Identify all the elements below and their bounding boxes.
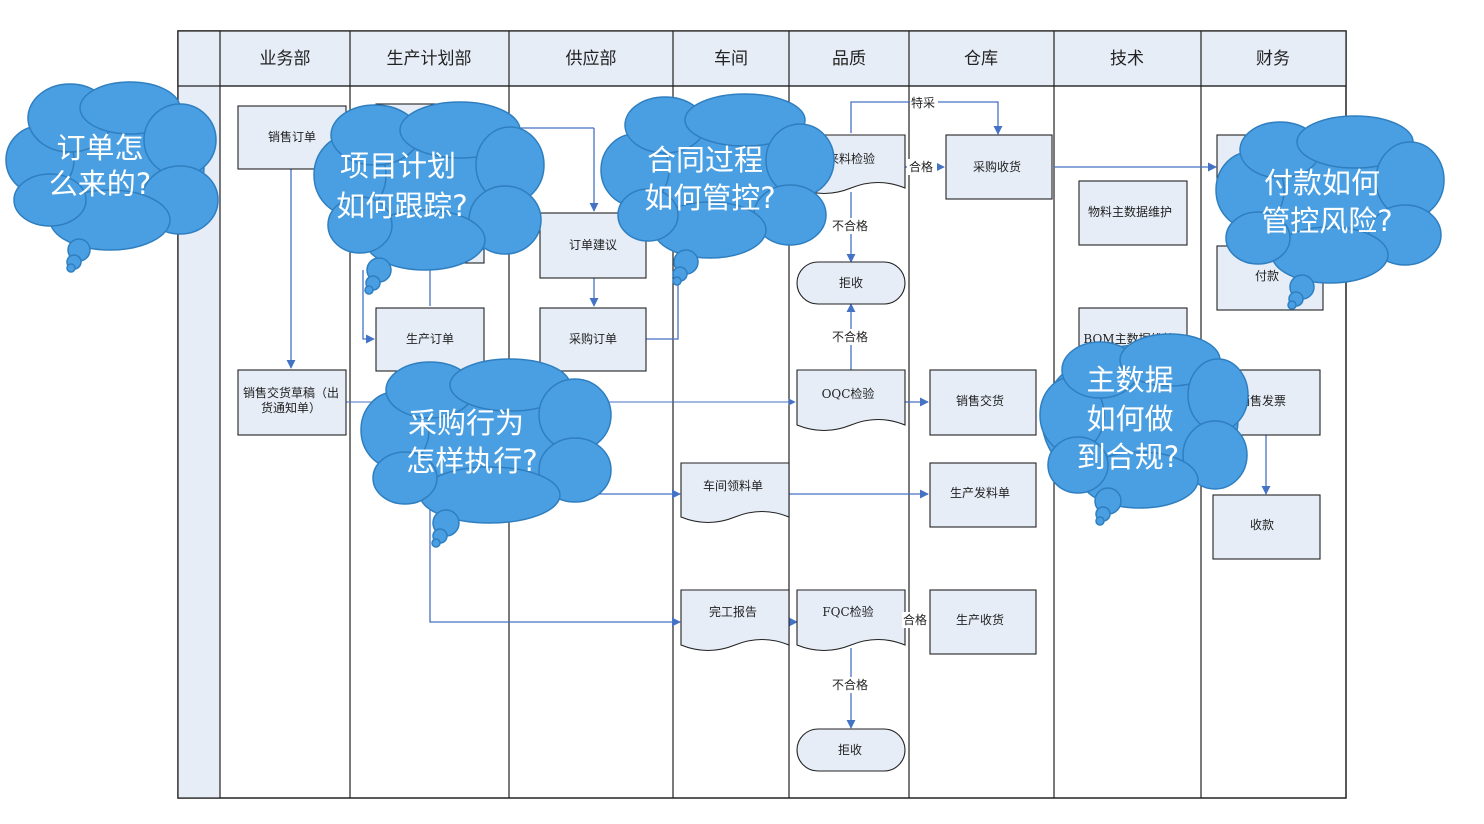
doc-workshop-requisition <box>680 462 790 524</box>
label-sales-delivery: 销售交货 <box>956 393 1004 408</box>
cloud-contract <box>600 93 835 286</box>
lane-title-warehouse: 仓库 <box>964 49 998 69</box>
box-production-issue <box>929 462 1037 528</box>
box-material-master <box>1078 180 1188 246</box>
cloud-purchasing-line-2: 怎样执行? <box>406 444 537 478</box>
label-reject-2: 拒收 <box>838 743 862 757</box>
label-reject-1: 拒收 <box>839 276 863 290</box>
lane-title-tech: 技术 <box>1110 49 1144 69</box>
label-material-inspection: 来料检验 <box>827 151 875 166</box>
doc-oqc <box>796 369 906 432</box>
edge-label-pass-1: 合格 <box>909 159 933 174</box>
label-delivery-draft-1: 销售交货草稿（出 <box>243 385 339 400</box>
label-production-issue: 生产发料单 <box>950 485 1010 500</box>
lane-title-quality: 品质 <box>832 49 866 69</box>
label-delivery-draft-2: 货通知单） <box>261 400 321 415</box>
label-material-master: 物料主数据维护 <box>1088 204 1172 219</box>
box-sales-delivery <box>929 369 1037 436</box>
term-reject-1 <box>796 261 906 305</box>
box-production-order <box>375 307 485 372</box>
edge-label-fail-1: 不合格 <box>832 218 868 233</box>
edge-plan-to-completion <box>429 494 681 627</box>
cloud-contract-line-2: 如何管控? <box>644 181 775 215</box>
box-delivery-draft <box>237 369 347 436</box>
cloud-master-data <box>1039 333 1249 526</box>
term-reject-2 <box>796 728 906 772</box>
cloud-labels: 订单怎 么来的? 项目计划 如何跟踪? 合同过程 如何管控? 付款如何 管控风险… <box>49 131 1393 478</box>
edge-label-pass-fqc: 合格 <box>903 612 927 627</box>
lane-title-plan: 生产计划部 <box>387 49 472 69</box>
cloud-purchasing-line-1: 采购行为 <box>408 406 524 440</box>
edge-labels: 特采 合格 不合格 不合格 合格 不合格 <box>828 94 938 693</box>
lane-title-sales: 业务部 <box>260 49 311 69</box>
lane-title-workshop: 车间 <box>714 49 748 69</box>
box-production-receipt <box>929 589 1037 655</box>
lane-headers: 业务部 生产计划部 供应部 车间 品质 仓库 技术 财务 <box>260 49 1291 69</box>
cloud-payment-risk-line-2: 管控风险? <box>1261 204 1392 238</box>
process-boxes <box>237 103 1324 772</box>
label-production-receipt: 生产收货 <box>956 612 1004 627</box>
label-payment: 付款 <box>1255 269 1279 283</box>
cloud-master-data-line-1: 主数据 <box>1086 363 1173 397</box>
cloud-project-plan <box>313 101 545 295</box>
label-fqc: FQC检验 <box>822 604 873 619</box>
edge-label-special-purchase: 特采 <box>911 95 935 110</box>
edge-plan-to-production-order <box>362 270 375 344</box>
cloud-order-origin-line-1: 订单怎 <box>56 131 143 165</box>
label-order-suggestion: 订单建议 <box>569 238 617 252</box>
label-oqc: OQC检验 <box>822 386 875 401</box>
label-workshop-requisition: 车间领料单 <box>703 478 763 493</box>
cloud-order-origin-line-2: 么来的? <box>49 167 151 201</box>
edge-label-fail-oqc: 不合格 <box>832 329 868 344</box>
cloud-master-data-line-2: 如何做 <box>1086 402 1173 436</box>
cloud-master-data-line-3: 到合规? <box>1077 440 1179 474</box>
label-purchase-order: 采购订单 <box>569 331 617 346</box>
cloud-purchasing <box>360 358 612 548</box>
label-purchase-receipt: 采购收货 <box>973 159 1021 174</box>
cloud-payment-risk-line-1: 付款如何 <box>1264 166 1380 200</box>
cloud-contract-line-1: 合同过程 <box>647 143 763 177</box>
cloud-project-plan-line-2: 如何跟踪? <box>336 189 467 223</box>
label-sales-order: 销售订单 <box>268 129 316 144</box>
label-sales-invoice: 销售发票 <box>1238 393 1286 408</box>
cloud-project-plan-line-1: 项目计划 <box>340 149 456 183</box>
box-collection <box>1212 494 1321 560</box>
thought-clouds <box>5 81 1445 548</box>
cloud-order-origin <box>5 81 219 273</box>
label-completion-report: 完工报告 <box>709 604 757 619</box>
label-collection: 收款 <box>1250 518 1274 532</box>
lane-title-supply: 供应部 <box>566 49 617 69</box>
label-production-order: 生产订单 <box>406 332 454 346</box>
lane-title-finance: 财务 <box>1256 49 1290 69</box>
edge-label-fail-fqc: 不合格 <box>832 677 868 692</box>
doc-fqc <box>796 589 906 652</box>
box-purchase-order <box>539 307 647 372</box>
doc-completion-report <box>680 589 790 652</box>
cloud-payment-risk <box>1215 115 1445 310</box>
box-purchase-receipt <box>945 134 1053 200</box>
